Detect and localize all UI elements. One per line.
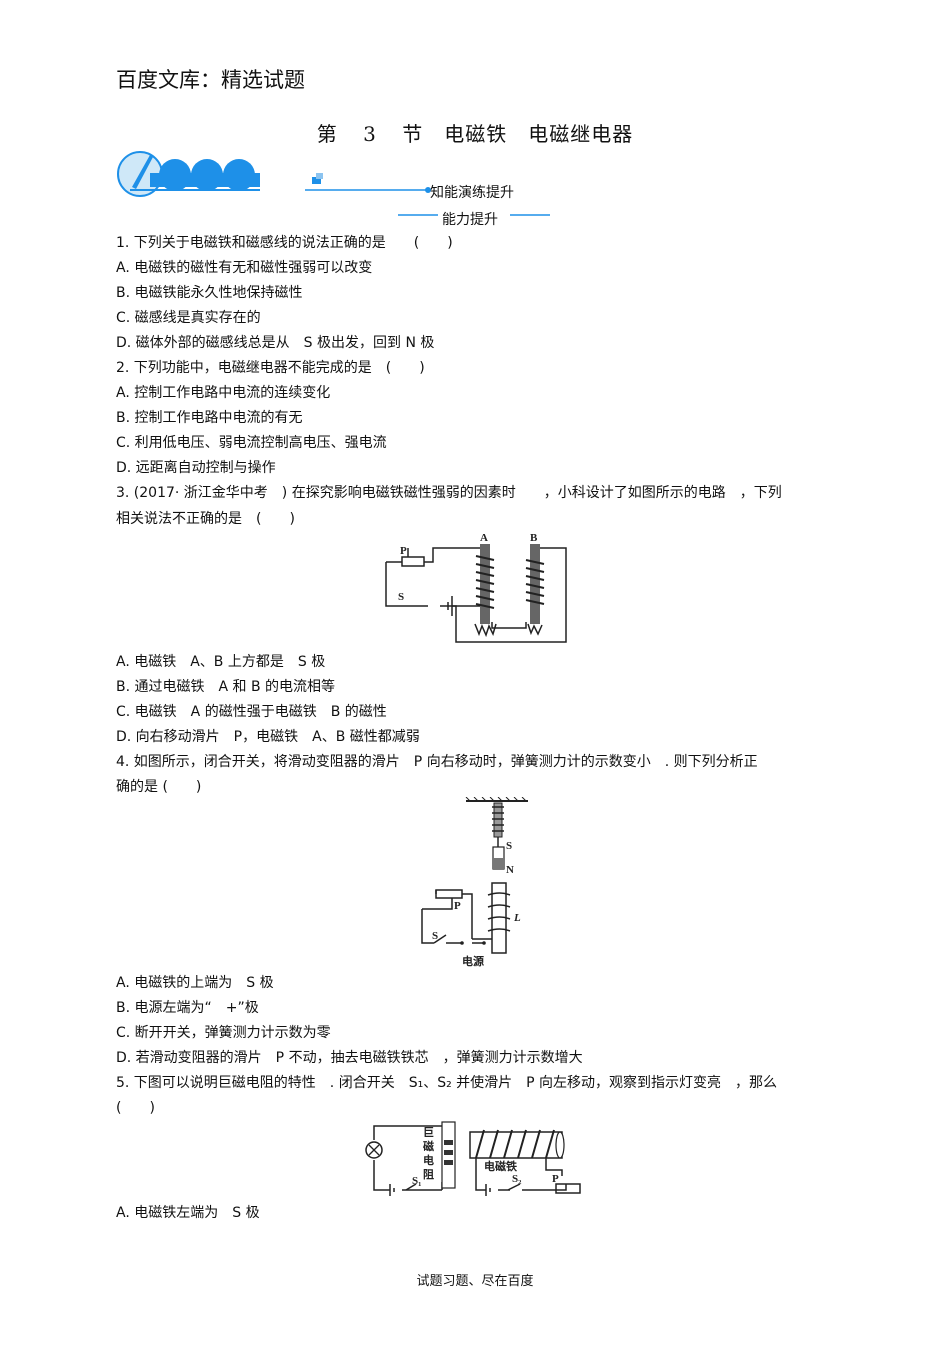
question-3-option-b: B. 通过电磁铁 A 和 B 的电流相等 [116, 679, 336, 695]
question-3-circuit-figure: P S A B [385, 532, 567, 643]
fig4-label-n: N [506, 864, 514, 876]
question-3-stem-line-2: 相关说法不正确的是 ( ) [116, 511, 295, 527]
fig5-label-electromagnet: 电磁铁 [484, 1159, 517, 1173]
question-4-option-c: C. 断开开关，弹簧测力计示数为零 [116, 1025, 331, 1041]
fig3-label-b: B [530, 532, 538, 544]
question-5-option-a: A. 电磁铁左端为 S 极 [116, 1205, 260, 1221]
fig3-label-p: P [400, 545, 407, 557]
fig3-label-a: A [480, 532, 488, 544]
fig5-label-ju: 巨 [423, 1126, 434, 1139]
fig5-label-dian: 电 [423, 1153, 434, 1167]
question-2-option-d: D. 远距离自动控制与操作 [116, 460, 276, 476]
question-1-stem: 1. 下列关于电磁铁和磁感线的说法正确的是 ( ) [116, 235, 453, 251]
question-2-option-b: B. 控制工作电路中电流的有无 [116, 410, 303, 426]
question-2-option-a: A. 控制工作电路中电流的连续变化 [116, 385, 331, 401]
fig5-label-p: P [552, 1173, 559, 1185]
section-banner [110, 147, 550, 227]
question-5-circuit-figure: 巨 磁 电 阻 S₁ 电磁铁 S₂ P [365, 1121, 581, 1196]
question-3-option-c: C. 电磁铁 A 的磁性强于电磁铁 B 的磁性 [116, 704, 387, 720]
question-3-stem-line-1: 3. (2017· 浙江金华中考 ) 在探究影响电磁铁磁性强弱的因素时 ，小科设… [116, 485, 782, 501]
page-footer: 试题习题、尽在百度 [416, 1274, 534, 1289]
fig5-label-s2: S₂ [512, 1173, 522, 1185]
fig4-label-l: L [513, 912, 521, 924]
question-5-stem-line-2: ( ) [116, 1100, 155, 1116]
fig5-label-s1: S₁ [412, 1175, 421, 1187]
question-2-stem: 2. 下列功能中，电磁继电器不能完成的是 ( ) [116, 360, 425, 376]
question-4-stem-line-1: 4. 如图所示，闭合开关，将滑动变阻器的滑片 P 向右移动时，弹簧测力计的示数变… [116, 754, 758, 770]
section-label: 知能演练提升 [430, 185, 514, 201]
fig4-label-source: 电源 [462, 954, 484, 968]
question-1-option-c: C. 磁感线是真实存在的 [116, 310, 261, 326]
question-5-stem-line-1: 5. 下图可以说明巨磁电阻的特性 . 闭合开关 S₁、S₂ 并使滑片 P 向左移… [116, 1075, 778, 1091]
question-3-option-a: A. 电磁铁 A、B 上方都是 S 极 [116, 654, 326, 670]
fig3-label-s: S [398, 591, 404, 603]
question-1-option-d: D. 磁体外部的磁感线总是从 S 极出发，回到 N 极 [116, 335, 435, 351]
fig5-label-zu: 阻 [423, 1167, 434, 1181]
question-1-option-b: B. 电磁铁能永久性地保持磁性 [116, 285, 303, 301]
page-header: 百度文库：精选试题 [116, 68, 305, 92]
question-4-option-a: A. 电磁铁的上端为 S 极 [116, 975, 274, 991]
fig4-label-s: S [506, 840, 512, 852]
banner-graphic [117, 151, 550, 216]
question-2-option-c: C. 利用低电压、弱电流控制高电压、强电流 [116, 435, 387, 451]
question-4-option-b: B. 电源左端为“ +”极 [116, 1000, 259, 1016]
question-4-circuit-figure: S N P L S 电源 [421, 797, 528, 968]
question-4-stem-line-2: 确的是 ( ) [116, 779, 202, 795]
fig4-label-p: P [454, 900, 461, 912]
fig4-label-switch: S [432, 930, 438, 942]
question-1-option-a: A. 电磁铁的磁性有无和磁性强弱可以改变 [116, 260, 373, 276]
page-title: 第 3 节 电磁铁 电磁继电器 [316, 122, 634, 146]
subsection-label: 能力提升 [442, 212, 498, 228]
fig5-label-ci: 磁 [423, 1139, 434, 1153]
question-4-option-d: D. 若滑动变阻器的滑片 P 不动，抽去电磁铁铁芯 ，弹簧测力计示数增大 [116, 1050, 583, 1066]
question-3-option-d: D. 向右移动滑片 P，电磁铁 A、B 磁性都减弱 [116, 729, 420, 745]
